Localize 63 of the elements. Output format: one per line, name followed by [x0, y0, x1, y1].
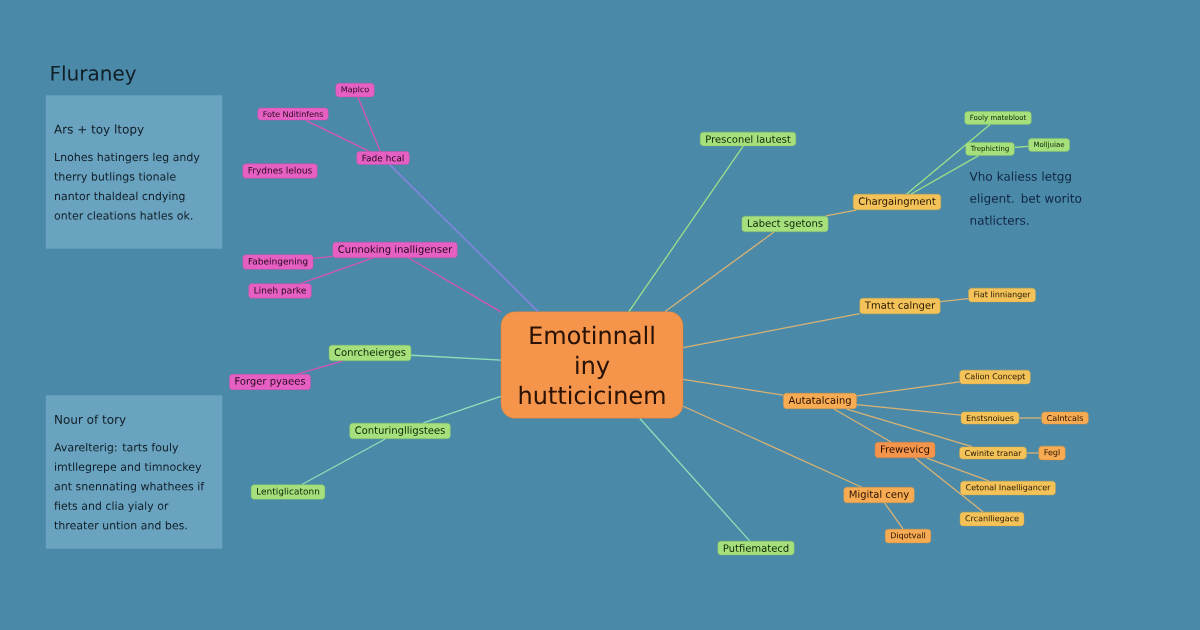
connector-line — [628, 145, 744, 313]
connector-line — [410, 354, 502, 361]
connector-line — [389, 164, 539, 313]
topic-box: Cunnoking inalligenser — [332, 241, 458, 259]
connector-line — [682, 313, 861, 349]
connector-line — [910, 154, 980, 195]
topic-box: Cwinite tranar — [959, 446, 1027, 460]
connector-line — [1018, 417, 1043, 419]
topic-box: Calntcals — [1041, 411, 1089, 425]
connector-line — [357, 96, 381, 152]
topic-box: Frydnes lelous — [242, 163, 318, 179]
connector-line — [1013, 145, 1029, 148]
connector-line — [833, 408, 892, 443]
topic-box: Labect sgetons — [741, 215, 829, 233]
connector-line — [1026, 452, 1040, 454]
connector-line — [884, 502, 904, 530]
connector-line — [939, 298, 969, 303]
connector-line — [305, 119, 370, 152]
central-topic-box: Emotinnall iny hutticicinem — [500, 311, 684, 419]
connector-line — [856, 404, 962, 416]
connector-line — [914, 457, 984, 513]
connector-line — [682, 378, 784, 396]
topic-box: Calion Concept — [959, 369, 1031, 385]
topic-box: Maplco — [335, 82, 375, 98]
connector-line — [639, 417, 751, 542]
topic-box: Diqotvall — [885, 528, 931, 544]
connector-line — [422, 395, 502, 424]
diagram-title: Fluraney — [51, 65, 136, 85]
topic-box: Tmatt calnger — [859, 297, 941, 315]
connector-line — [296, 360, 343, 375]
topic-box: Fade hcal — [356, 151, 410, 165]
topic-box: Conrcheierges — [328, 344, 412, 362]
topic-box: Fabeingening — [242, 254, 314, 270]
topic-box: Fote Nditinfens — [257, 107, 329, 121]
connector-line — [300, 257, 374, 285]
connector-line — [682, 405, 862, 488]
connector-line — [846, 408, 973, 448]
topic-box: Autatalcaing — [783, 392, 857, 410]
topic-box: Fiat linnianger — [968, 287, 1036, 303]
topic-box: Putfiematecd — [717, 540, 795, 556]
topic-box: Fegl — [1038, 445, 1066, 461]
topic-box: Conturinglligstees — [349, 422, 451, 440]
topic-box: Presconel lautest — [700, 131, 797, 147]
connector-line — [408, 257, 502, 313]
connector-line — [312, 255, 334, 260]
connector-line — [301, 438, 386, 486]
note-text: Vho kaliess letgg eligent. bet worito natlicters. — [969, 171, 1082, 225]
note-panel: Ars + toy ltopy Lnohes hatingers leg andy therry butlings tionale nantor thaldeal cndying onter cleations hatles ok. — [45, 95, 223, 249]
connector-line — [856, 381, 961, 397]
note-panel: Nour of tory Avarelterig: tarts fouly imtllegrepe and timnockey ant snennating whathees if fiets and clia yialy or threater untion and bes. — [45, 395, 223, 549]
topic-box: Lineh parke — [248, 283, 312, 299]
topic-box: Cetonal Inaelligancer — [960, 480, 1056, 496]
connector-line — [664, 231, 775, 313]
topic-box: Enstsnoiues — [960, 411, 1020, 425]
topic-box: Migital ceny — [843, 486, 915, 504]
connector-line — [906, 123, 991, 195]
topic-box: Frewevicg — [874, 441, 936, 459]
topic-box: Forger pyaees — [229, 374, 311, 390]
connector-line — [926, 457, 990, 482]
topic-box: Crcanlliegace — [959, 511, 1025, 527]
topic-box: Lentiglicatonn — [250, 484, 326, 500]
topic-box: Chargaingment — [853, 193, 941, 211]
connector-line — [825, 209, 857, 217]
